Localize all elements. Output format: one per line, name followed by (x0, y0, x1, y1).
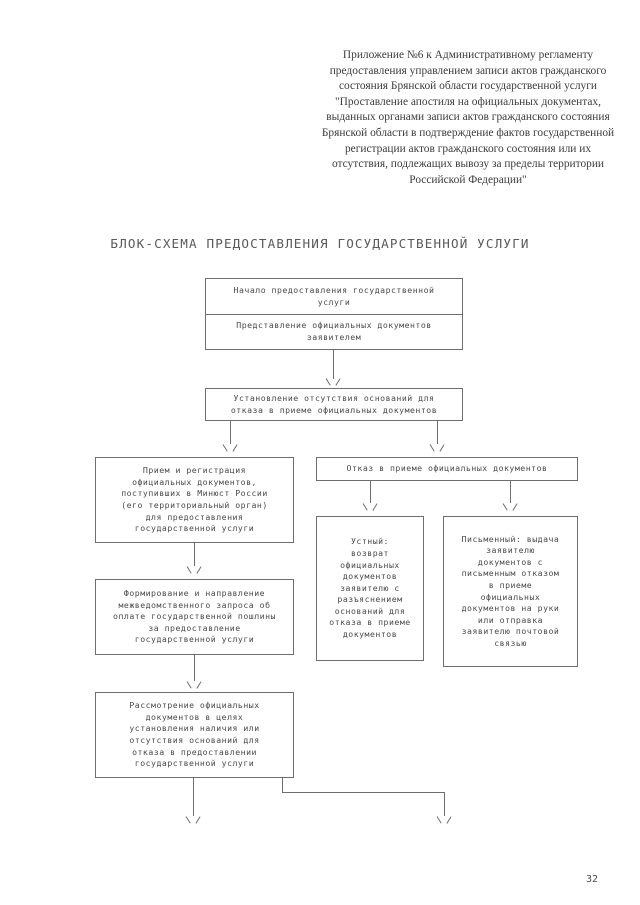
box-oral-refusal-line: документов (342, 629, 398, 640)
box-submission-line: Представление официальных документов (236, 320, 432, 331)
box-review-documents-line: отсутствия оснований для (129, 735, 260, 745)
box-check-grounds-line: отказа в приеме официальных документов (230, 404, 438, 415)
box-interagency-request: Формирование и направление межведомствен… (95, 579, 294, 655)
arrowhead-to-written (502, 499, 519, 511)
arrowhead-outcome-left (185, 812, 202, 824)
arrowhead-to-request (186, 562, 203, 574)
arrowhead-to-oral (362, 499, 379, 511)
arrowhead-to-check (325, 374, 342, 386)
box-written-refusal-line: заявителю почтовой (461, 626, 560, 637)
box-written-refusal-line: или отправка (477, 614, 544, 625)
connector-request-to-review (194, 655, 195, 681)
arrowhead-to-refusal (429, 440, 446, 452)
box-accept-register: Прием и регистрация официальных документ… (95, 457, 294, 543)
box-written-refusal-line: документов на руки (461, 603, 560, 614)
box-start-line: услуги (317, 296, 351, 307)
box-oral-refusal: Устный: возврат официальных документов з… (316, 516, 424, 661)
header-note-line: области в подтверждение фактов государст… (370, 126, 615, 139)
box-interagency-request-line: за предоставление (148, 622, 241, 633)
arrowhead-to-accept (222, 440, 239, 452)
header-note-line: актов гражданского состояния Брянской об… (338, 64, 607, 93)
connector-check-to-accept (230, 421, 231, 444)
box-interagency-request-line: Формирование и направление (123, 588, 266, 599)
box-check-grounds: Установление отсутствия оснований для от… (205, 388, 463, 421)
connector-review-outcome-right-stub (282, 778, 283, 793)
box-review-documents-line: отказа в предоставлении (132, 746, 257, 757)
box-review-documents-line: Рассмотрение официальных (129, 700, 260, 711)
box-accept-register-line: (его территориальный орган) (121, 500, 268, 510)
header-note-line: регламенту предоставления управлением за… (329, 49, 594, 77)
box-accept-register-line: государственной услуги (134, 523, 255, 534)
connector-review-outcome-right-drop (444, 792, 445, 816)
box-start-line: Начало предоставления государственной (233, 284, 435, 295)
scheme-title: БЛОК-СХЕМА ПРЕДОСТАВЛЕНИЯ ГОСУДАРСТВЕННО… (110, 236, 530, 251)
connector-refusal-to-oral (370, 481, 371, 503)
arrowhead-outcome-right (436, 812, 453, 824)
box-oral-refusal-line: заявителю с (340, 582, 400, 593)
box-oral-refusal-line: отказа в приеме (329, 617, 411, 628)
header-note-line: официальных документах, выданных органам… (326, 95, 601, 124)
box-start: Начало предоставления государственной ус… (206, 279, 462, 314)
box-review-documents-line: документов в целях (145, 711, 244, 722)
header-note-line: государственной услуги "Проставление апо… (335, 80, 597, 108)
box-accept-register-line: поступивших в Минюст России (121, 488, 268, 499)
box-written-refusal-line: связью (494, 637, 527, 648)
box-check-grounds-line: Установление отсутствия оснований для (233, 392, 435, 403)
box-review-documents-line: государственной услуги (134, 758, 255, 769)
box-written-refusal: Письменный: выдача заявителю документов … (443, 516, 578, 667)
box-refusal-line: Отказ в приеме официальных документов (346, 463, 548, 474)
box-written-refusal-line: заявителю (486, 545, 535, 556)
connector-accept-to-request (194, 543, 195, 566)
header-note-line: территории Российской Федерации" (409, 158, 605, 186)
box-written-refusal-line: в приеме (488, 579, 533, 590)
box-interagency-request-line: государственной услуги (134, 634, 255, 645)
connector-review-outcome-left (193, 778, 194, 816)
header-note-line: записи актов гражданского состояния Брян… (321, 111, 610, 139)
header-note-line: регистрации актов гражданского состояния… (344, 142, 592, 155)
box-written-refusal-line: письменным отказом (461, 568, 560, 579)
box-oral-refusal-line: возврат (350, 547, 389, 558)
arrowhead-to-review (186, 677, 203, 689)
page-number: 32 (586, 874, 599, 885)
box-review-documents-line: установления наличия или (129, 723, 260, 734)
connector-check-to-refusal (437, 421, 438, 444)
box-submission-line: заявителем (306, 332, 362, 342)
header-note-line: отсутствия, подлежащих вывозу за пределы (331, 158, 546, 171)
connector-submission-to-check (333, 350, 334, 379)
connector-refusal-to-written (510, 481, 511, 503)
box-oral-refusal-line: официальных (340, 559, 400, 570)
box-oral-refusal-line: оснований для (334, 605, 406, 616)
header-note-line: Приложение №6 к Административному (342, 49, 536, 61)
box-accept-register-line: для предоставления (145, 511, 244, 522)
box-review-documents: Рассмотрение официальных документов в це… (95, 692, 294, 778)
box-oral-refusal-line: документов (342, 571, 398, 582)
box-refusal: Отказ в приеме официальных документов (316, 457, 578, 481)
box-interagency-request-line: межведомственного запроса об (118, 599, 271, 610)
box-written-refusal-line: Письменный: выдача (461, 533, 560, 544)
box-written-refusal-line: официальных (480, 591, 541, 602)
box-interagency-request-line: оплате государственной пошлины (113, 611, 276, 622)
box-written-refusal-line: документов с (477, 556, 544, 567)
box-start-and-submission: Начало предоставления государственной ус… (205, 278, 463, 350)
box-accept-register-line: Прием и регистрация (142, 465, 247, 476)
box-submission: Представление официальных документов зая… (206, 314, 462, 349)
box-accept-register-line: официальных документов, (132, 476, 257, 487)
header-note: Приложение №6 к Административному реглам… (318, 48, 618, 188)
box-oral-refusal-line: Устный: (350, 536, 389, 547)
box-oral-refusal-line: разъяснением (337, 594, 403, 605)
connector-review-outcome-right-horizontal (282, 792, 445, 793)
